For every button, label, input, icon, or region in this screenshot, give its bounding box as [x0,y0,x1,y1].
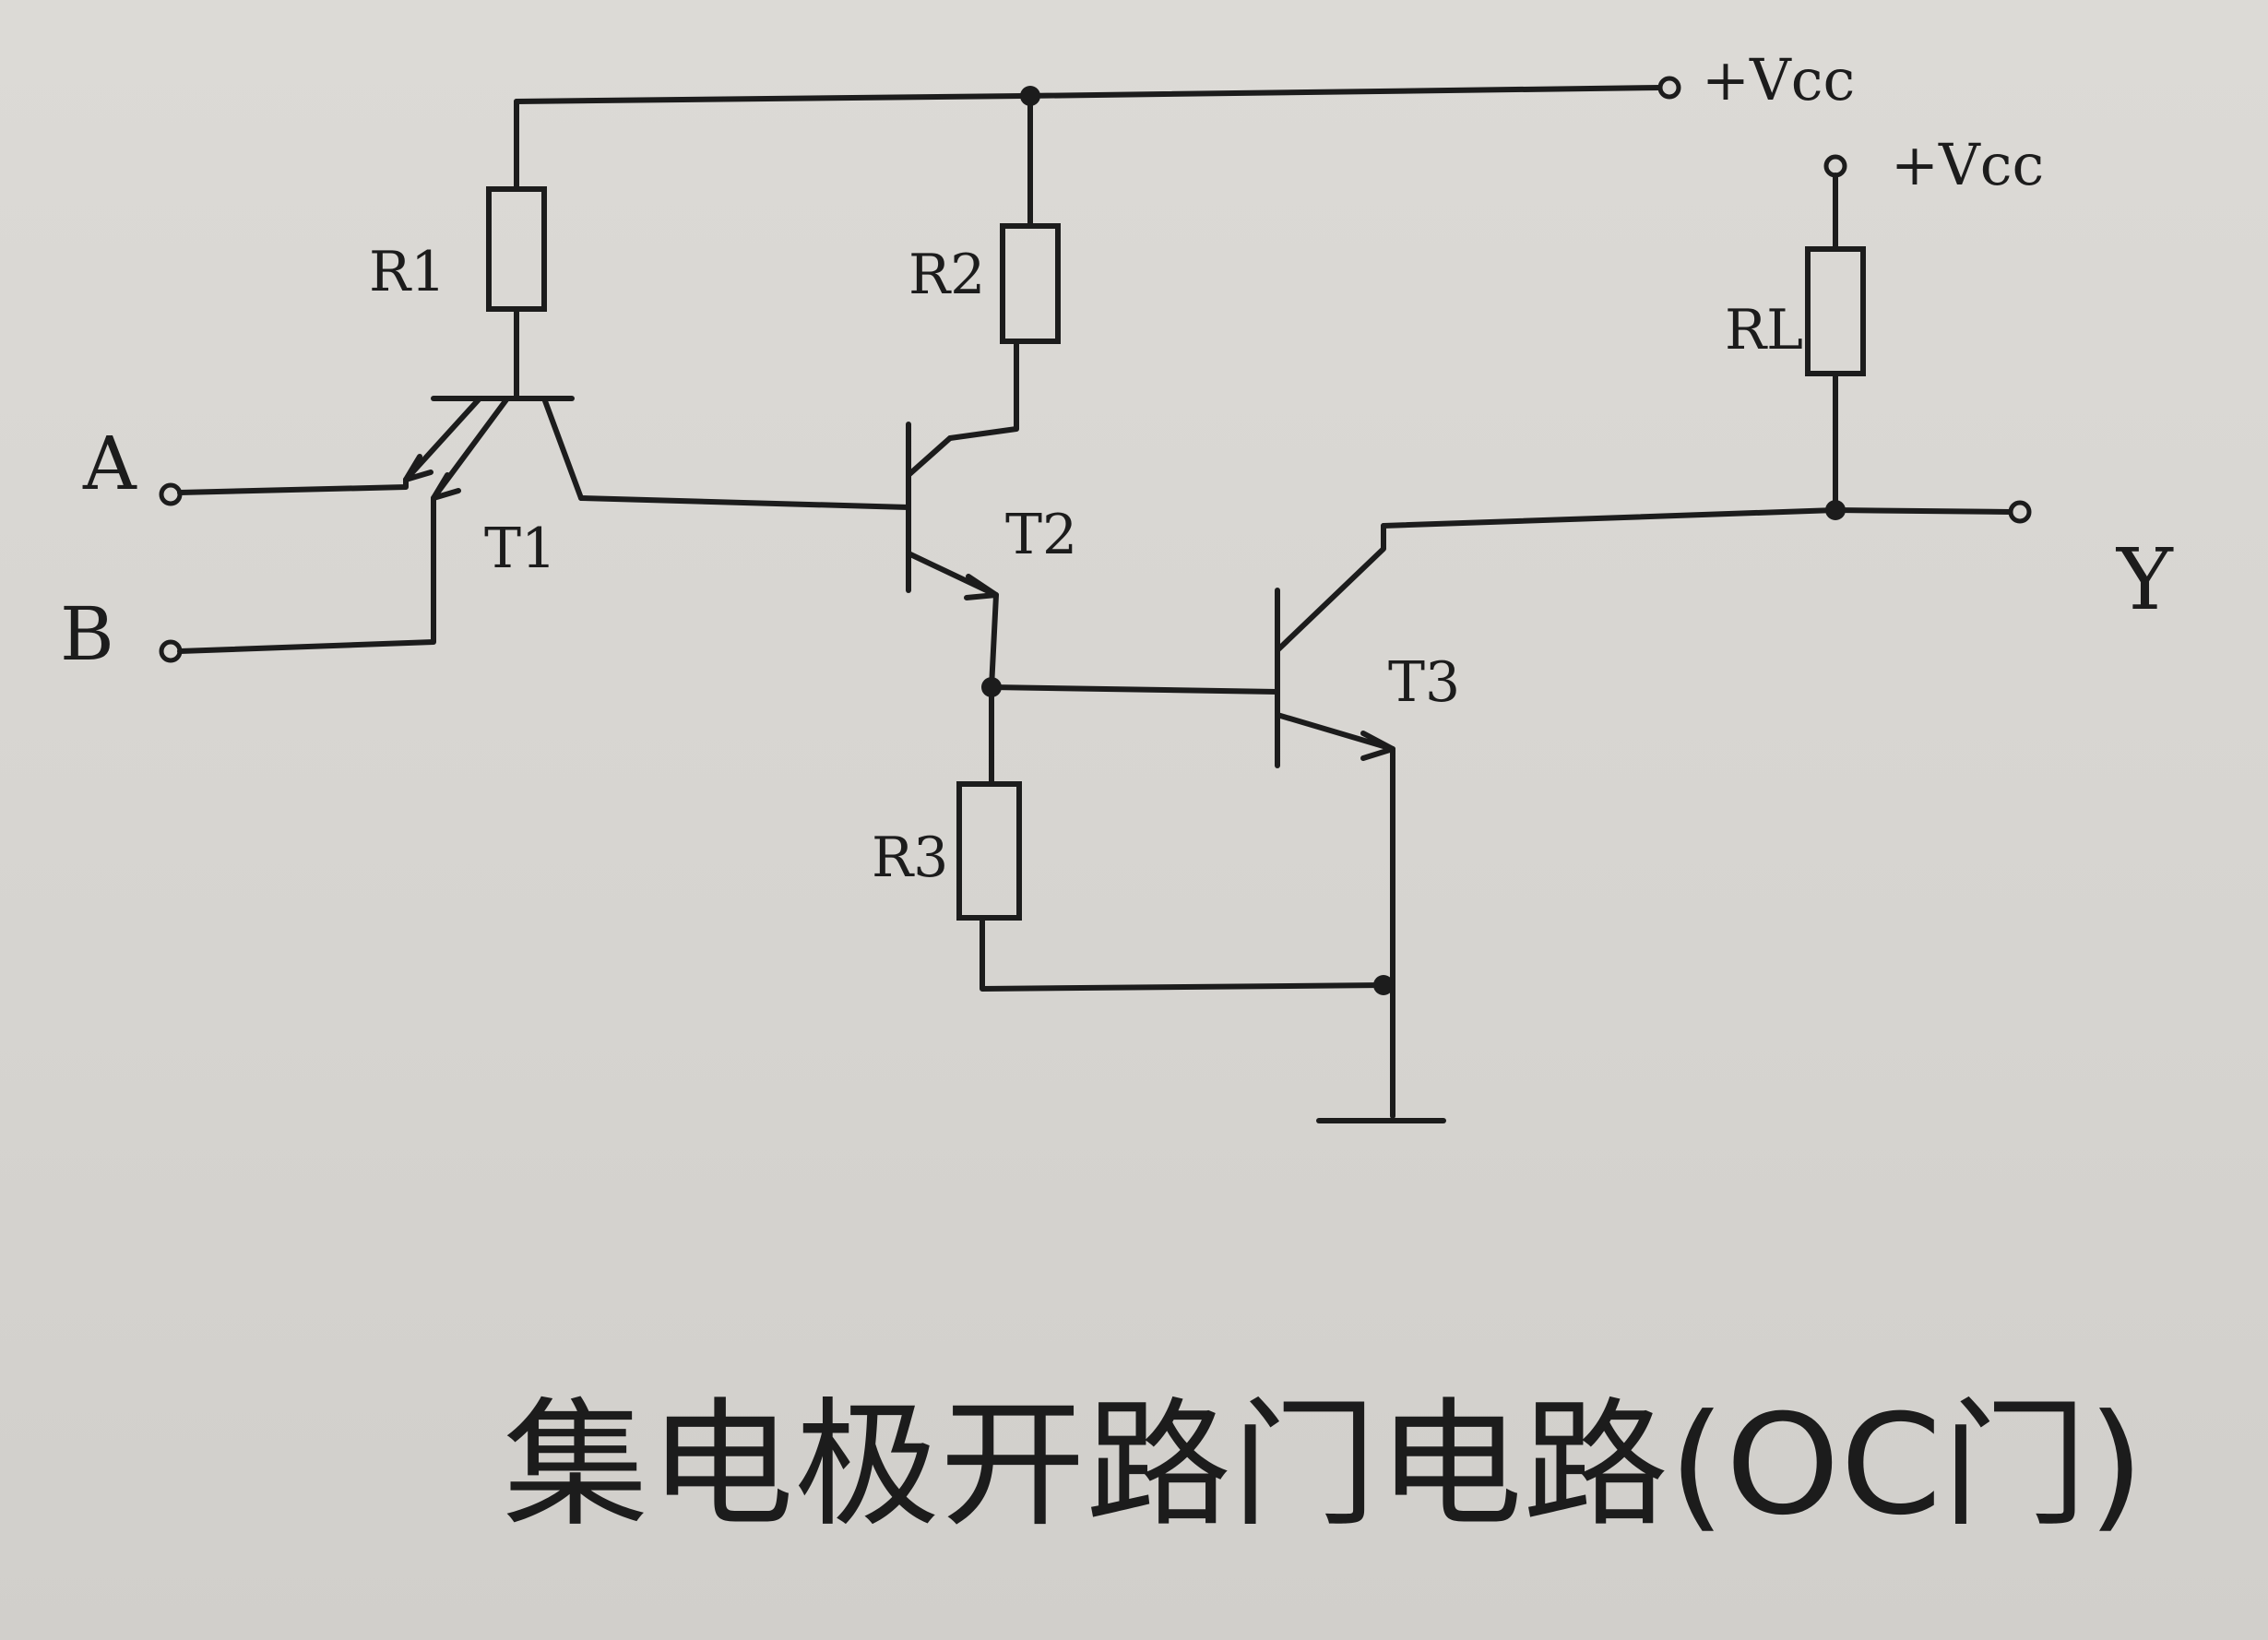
r1-label: R1 [369,240,445,304]
vcc-top-terminal [1657,76,1681,100]
r2-label: R2 [908,243,985,307]
resistor-rl [1805,246,1866,376]
t1-emitter-arrow-b [431,472,461,501]
t3-emitter [1275,712,1395,752]
input-b-wire [177,495,436,654]
t1-collector [541,396,584,501]
t3-label: T3 [1388,650,1460,715]
vcc-top-label: +Vcc [1702,46,1855,113]
output-y-terminal [2008,500,2032,524]
t1-t2-wire [578,495,911,510]
r3-label: R3 [872,826,948,890]
ground-junction-dot [1373,975,1394,995]
input-a-wire [177,477,409,495]
input-a-label: A [82,421,137,506]
vcc-rail-wire [514,85,1663,104]
r3-bottom-wire [980,915,1386,992]
vcc-right-label: +Vcc [1891,131,2044,198]
resistor-r3 [956,781,1022,921]
t2-emitter-arrow [964,574,999,600]
input-b-label: B [60,591,114,677]
output-wire [1381,507,2013,529]
t2-label: T2 [1005,503,1077,567]
input-a-terminal [159,482,183,506]
t2-emitter-wire [989,592,999,690]
t2-collector [906,435,953,478]
rl-label: RL [1725,298,1803,362]
t3-collector [1275,523,1386,653]
t2-t3-wire [989,684,1280,695]
r2-bottom-wire [947,339,1019,441]
resistor-r2 [1000,223,1061,344]
resistor-r1 [486,186,547,312]
output-y-label: Y [2115,530,2174,629]
diagram-caption: 集电极开路门电路(OC门) [503,1385,2144,1546]
t1-label: T1 [484,517,556,581]
t1-emitter-a [403,396,482,482]
